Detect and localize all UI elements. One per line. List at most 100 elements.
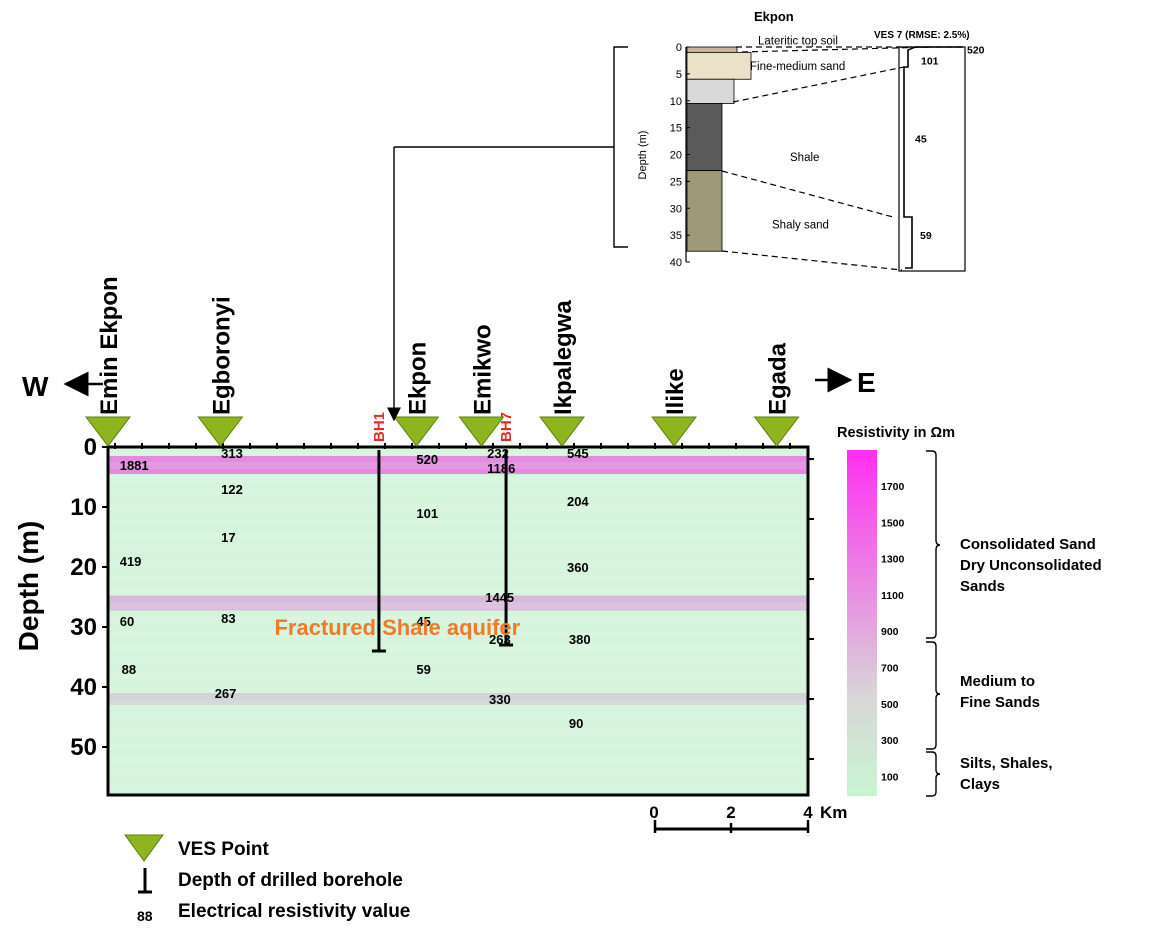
inset-tick-label: 10 (670, 96, 682, 108)
colorbar-class-label: Silts, Shales, (960, 755, 1053, 772)
right-axis-ticks (808, 458, 814, 760)
aquifer-label: Fractured Shale aquifer (274, 615, 520, 640)
inset-layer-label: Shaly sand (772, 219, 829, 231)
colorbar-tick-label: 1300 (881, 554, 905, 566)
colorbar-tick-label: 300 (881, 735, 899, 747)
borehole-label: BH7 (498, 412, 515, 442)
station-label: Emikwo (469, 324, 496, 415)
station-label: Ilike (662, 368, 689, 415)
inset-layer-label: Shale (790, 152, 819, 164)
inset-dashes (721, 46, 963, 271)
colorbar-tick-label: 900 (881, 626, 899, 638)
resistivity-value: 204 (567, 494, 589, 509)
top-axis-ticks (114, 443, 791, 449)
colorbar (847, 450, 877, 796)
legend-resistivity: Electrical resistivity value (178, 901, 411, 922)
inset-layers (686, 46, 752, 252)
legend-ves-point: VES Point (178, 839, 269, 860)
resistivity-value: 380 (569, 632, 591, 647)
colorbar-class-label: Clays (960, 776, 1000, 793)
depth-tick-label: 30 (70, 614, 97, 641)
resistivity-value: 59 (416, 662, 430, 677)
legend-borehole-icon (138, 868, 152, 894)
scale-unit: Km (820, 803, 847, 822)
inset-layer (686, 103, 723, 172)
east-label: E (857, 367, 876, 398)
colorbar-title: Resistivity in Ωm (837, 425, 955, 441)
section-frame (106, 445, 810, 797)
colorbar-tick-label: 1500 (881, 517, 905, 529)
resistivity-value: 122 (221, 482, 243, 497)
scale-tick-2: 2 (726, 803, 735, 822)
inset-layer (686, 51, 752, 80)
resistivity-value: 83 (221, 611, 235, 626)
scale-tick-4: 4 (803, 803, 813, 822)
resistivity-value: 88 (122, 662, 136, 677)
resistivity-value: 263 (489, 632, 511, 647)
ves-triangle-icon (458, 416, 505, 447)
ves-triangle-icon (753, 416, 800, 447)
inset-tick-label: 20 (670, 150, 682, 162)
colorbar-tick-label: 100 (881, 771, 899, 783)
borehole-label: BH1 (371, 412, 388, 442)
ves-value: 520 (967, 45, 985, 57)
colorbar-class-label: Dry Unconsolidated (960, 557, 1102, 574)
inset-tick-label: 25 (670, 176, 682, 188)
colorbar-class-label: Fine Sands (960, 694, 1040, 711)
inset-layer (686, 170, 723, 252)
ves-value: 45 (915, 133, 927, 145)
resistivity-value: 17 (221, 530, 235, 545)
colorbar-class-label: Sands (960, 578, 1005, 595)
ves-triangle-icon (393, 416, 440, 447)
ves-triangle-icon (84, 416, 132, 447)
resistivity-value: 45 (416, 614, 430, 629)
inset-ves-label: VES 7 (RMSE: 2.5%) (874, 30, 970, 41)
depth-tick-label: 0 (84, 434, 97, 461)
colorbar-class-label: Consolidated Sand (960, 536, 1096, 553)
resistivity-value: 1445 (485, 590, 514, 605)
legend-value-sample: 88 (137, 908, 153, 924)
boreholes: BH1 BH7 (371, 412, 515, 653)
station-label: Emin Ekpon (96, 276, 123, 415)
scale-bar: 0 2 4 Km (649, 803, 847, 833)
colorbar-brackets (926, 450, 941, 797)
inset-bracket (394, 46, 628, 248)
inset-depth-label: Depth (m) (637, 131, 649, 180)
legend-triangle-icon (124, 834, 164, 862)
ves-values: 520 101 45 59 (915, 45, 985, 242)
resistivity-value: 545 (567, 446, 589, 461)
colorbar-tick-label: 700 (881, 663, 899, 675)
inset-tick-label: 40 (670, 257, 682, 269)
resistivity-value: 232 (487, 446, 509, 461)
ves-value: 59 (920, 230, 932, 242)
inset-layer (686, 46, 738, 53)
ves-value: 101 (921, 55, 939, 67)
station-label: Ikpalegwa (550, 300, 577, 415)
depth-tick-label: 20 (70, 554, 97, 581)
resistivity-value: 520 (416, 452, 438, 467)
resistivity-value: 267 (215, 686, 237, 701)
resistivity-value: 90 (569, 716, 583, 731)
inset-tick-label: 35 (670, 230, 682, 242)
resistivity-value: 419 (120, 554, 142, 569)
depth-tick-label: 50 (70, 734, 97, 761)
inset-tick-label: 15 (670, 123, 682, 135)
section-stripes (108, 447, 808, 795)
inset-tick-label: 30 (670, 203, 682, 215)
scale-tick-0: 0 (649, 803, 658, 822)
station-label: Ekpon (404, 342, 431, 415)
colorbar-tick-label: 500 (881, 699, 899, 711)
station-label: Egada (765, 342, 792, 415)
inset-layer-label: Fine-medium sand (750, 61, 845, 73)
depth-tick-label: 40 (70, 674, 97, 701)
west-label: W (22, 371, 49, 402)
resistivity-value: 1881 (120, 458, 149, 473)
inset-tick-label: 0 (676, 42, 682, 54)
ves-triangle-icon (539, 416, 586, 447)
